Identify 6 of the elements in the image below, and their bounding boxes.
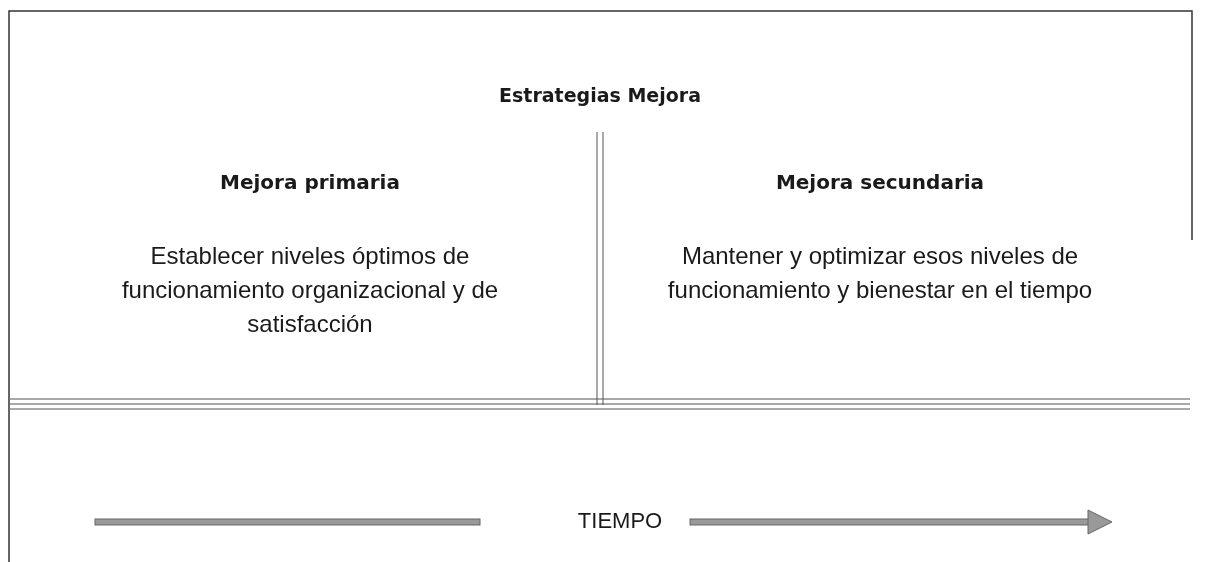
diagram-title: Estrategias Mejora (498, 84, 702, 106)
column-text: Mantener y optimizar esos niveles de funcionamiento y bienestar en el tiempo (666, 241, 1094, 305)
column-heading: Mejora primaria (219, 170, 401, 194)
column-heading: Mejora secundaria (774, 170, 986, 194)
axis-label: TIEMPO (576, 508, 664, 534)
column-text: Establecer niveles óptimos de funcionamiento organizacional y de satisfacción (120, 241, 500, 339)
